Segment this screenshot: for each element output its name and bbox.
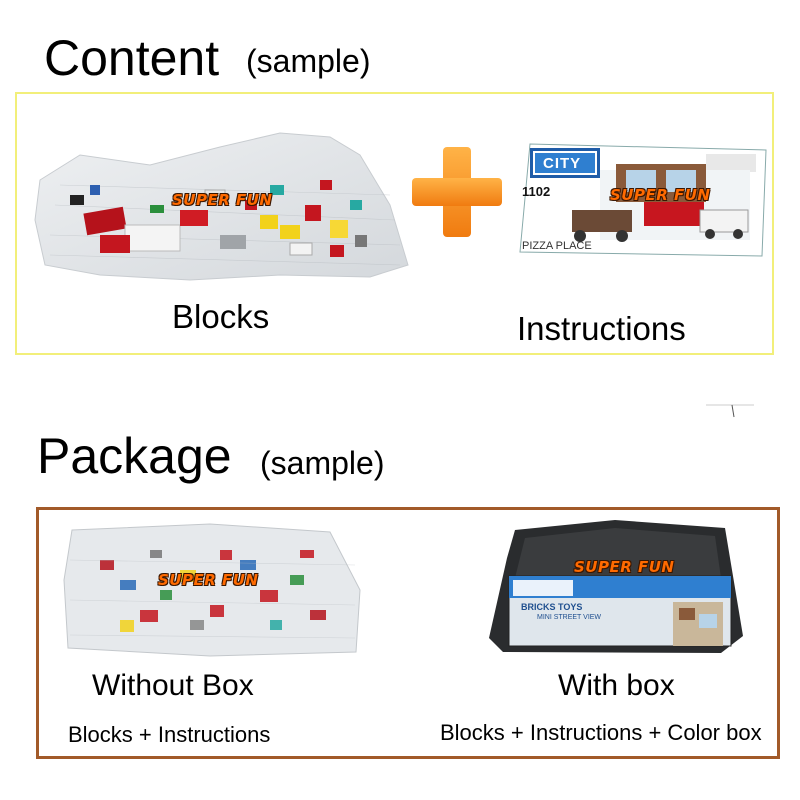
- brand-watermark: SUPER FUN: [574, 558, 675, 576]
- brand-watermark: SUPER FUN: [610, 186, 711, 204]
- booklet-series: CITY: [543, 155, 582, 172]
- plus-icon: [412, 147, 502, 237]
- with-box-label: With box: [558, 669, 675, 702]
- without-box-detail: Blocks + Instructions: [68, 722, 271, 747]
- package-heading: Package: [37, 428, 232, 484]
- content-heading: Content: [44, 30, 220, 86]
- content-frame: [15, 92, 774, 355]
- bag-with-box-image: BRICKS TOYS MINI STREET VIEW SUPER FUN: [485, 518, 747, 658]
- color-box-brand: BRICKS TOYS: [521, 602, 583, 612]
- booklet-model-name: PIZZA PLACE: [522, 240, 592, 252]
- without-box-label: Without Box: [92, 669, 254, 702]
- with-box-detail: Blocks + Instructions + Color box: [440, 720, 762, 745]
- instructions-label: Instructions: [517, 310, 686, 347]
- brand-watermark: SUPER FUN: [158, 571, 259, 589]
- bag-without-box-image: [63, 523, 361, 657]
- brand-watermark: SUPER FUN: [172, 191, 273, 209]
- blocks-label: Blocks: [172, 298, 270, 335]
- color-box-series: MINI STREET VIEW: [537, 614, 602, 621]
- package-frame: [36, 507, 780, 759]
- blocks-bag-image: [34, 132, 409, 281]
- stray-mark: [706, 404, 754, 418]
- package-heading-note: (sample): [260, 445, 385, 481]
- content-heading-note: (sample): [246, 43, 371, 79]
- booklet-model-number: 1102: [522, 184, 551, 199]
- instruction-booklet-image: CITY 1102 PIZZA PLACE SUPER FUN: [516, 140, 768, 258]
